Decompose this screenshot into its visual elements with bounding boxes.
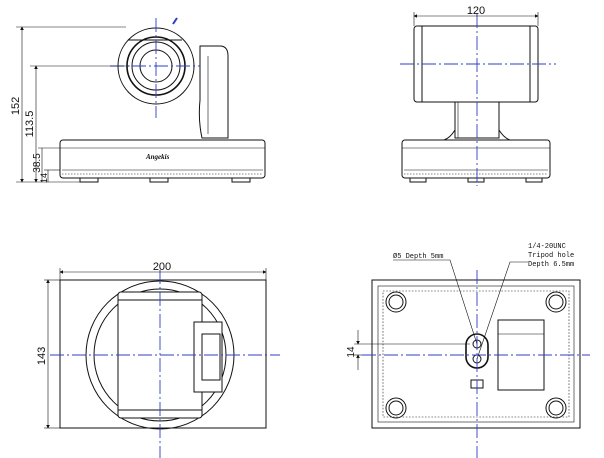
top-view: 200 143 [36,261,280,458]
brand-label: Angekis [145,153,170,161]
dim-width-camera: 120 [467,5,485,17]
note-tripod-depth: Depth 6.5mm [528,261,574,269]
dim-height-base: 38.5 [32,153,43,173]
bottom-view: Ø5 Depth 5mm 1/4-20UNC Tripod hole Depth… [346,243,590,458]
dim-height-foot: 14 [39,173,49,183]
dim-height-center: 113.5 [24,111,36,138]
note-tripod-hole: Tripod hole [528,252,574,260]
dim-bottom-offset: 14 [346,346,357,358]
note-tripod-thread: 1/4-20UNC [528,243,566,251]
side-view: Angekis 152 113.5 38.5 14 [10,17,266,183]
dim-height-total: 152 [10,97,22,115]
front-view: 120 [400,5,556,186]
dim-top-depth: 143 [36,347,48,365]
dim-top-width: 200 [153,261,171,273]
note-hole: Ø5 Depth 5mm [393,252,443,261]
